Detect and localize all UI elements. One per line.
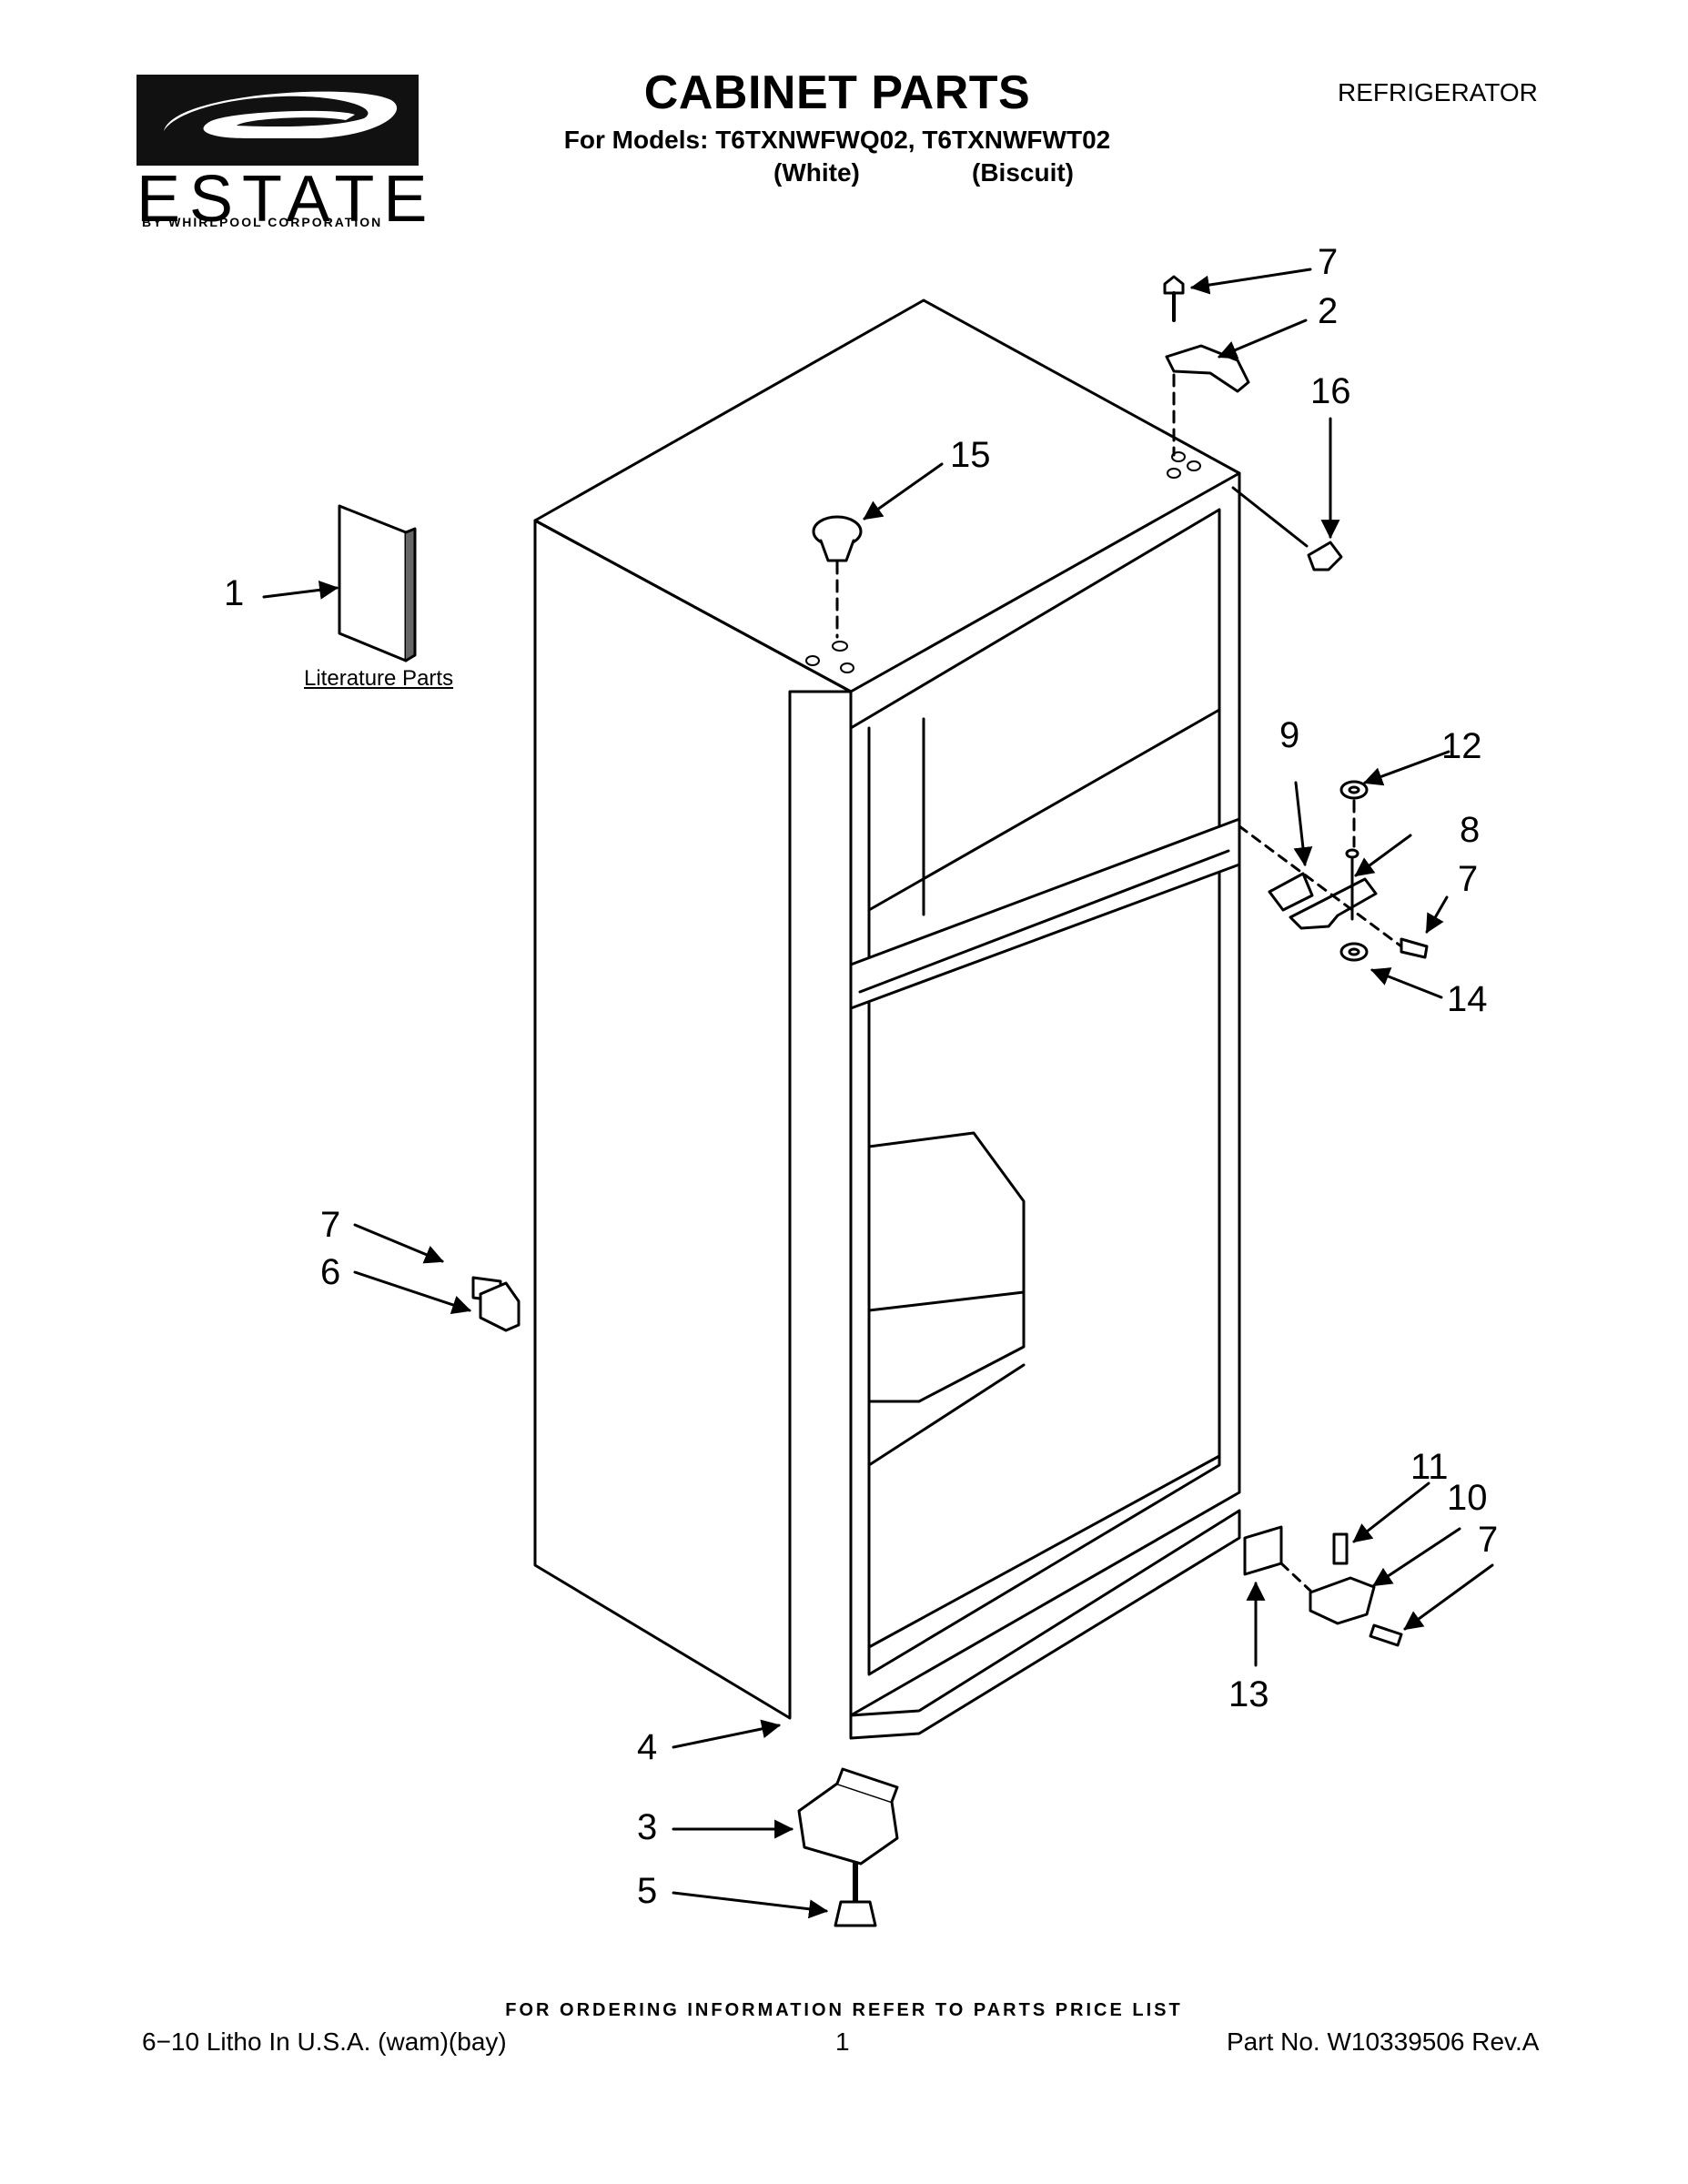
cabinet-body <box>533 298 1241 1740</box>
callout-11: 11 <box>1410 1447 1449 1487</box>
callout-3: 3 <box>637 1807 658 1847</box>
callout-15: 15 <box>950 435 991 475</box>
hinge-cap-icon <box>1307 541 1343 571</box>
center-hinge-icon <box>1289 877 1378 930</box>
callout-6: 6 <box>320 1252 341 1292</box>
screw-icon <box>1400 937 1429 959</box>
screw-icon <box>1369 1623 1403 1647</box>
callout-4: 4 <box>637 1727 658 1767</box>
bottom-hinge-icon <box>1309 1576 1376 1625</box>
callout-16: 16 <box>1310 371 1351 411</box>
screw-icon <box>1163 275 1185 295</box>
part-number: Part No. W10339506 Rev.A <box>1227 2027 1540 2056</box>
hinge-pin-icon <box>1332 1532 1349 1565</box>
variant-white: (White) <box>773 158 860 187</box>
estate-logo-icon <box>136 75 419 166</box>
shim-icon <box>1268 872 1314 912</box>
leveling-leg-icon <box>834 1900 877 1927</box>
callout-9: 9 <box>1279 715 1300 755</box>
callout-14: 14 <box>1447 979 1488 1019</box>
callout-5: 5 <box>637 1871 658 1911</box>
variant-biscuit: (Biscuit) <box>972 158 1074 187</box>
page-number: 1 <box>835 2027 850 2056</box>
callout-2: 2 <box>1318 291 1339 331</box>
callout-1: 1 <box>224 573 245 613</box>
literature-parts-label: Literature Parts <box>304 666 454 691</box>
bottom-shim-icon <box>1243 1525 1283 1576</box>
ordering-note: FOR ORDERING INFORMATION REFER TO PARTS … <box>505 2000 1183 2020</box>
callout-7-top: 7 <box>1318 242 1339 282</box>
callout-10: 10 <box>1447 1478 1488 1518</box>
models-line: For Models: T6TXNWFWQ02, T6TXNWFWT02 <box>563 126 1111 154</box>
callout-7-left: 7 <box>320 1205 341 1245</box>
washer-bottom-icon <box>1339 942 1369 962</box>
washer-top-icon <box>1339 780 1369 800</box>
litho-info: 6−10 Litho In U.S.A. (wam)(bay) <box>142 2027 507 2056</box>
appliance-type: REFRIGERATOR <box>1338 78 1538 106</box>
callout-7-middle: 7 <box>1458 859 1479 899</box>
callout-8: 8 <box>1460 810 1481 850</box>
literature-book-icon <box>338 504 408 662</box>
page-title: CABINET PARTS <box>643 66 1031 119</box>
brand-byline: BY WHIRLPOOL CORPORATION <box>142 215 383 229</box>
callout-13: 13 <box>1228 1674 1269 1714</box>
callout-12: 12 <box>1441 726 1482 766</box>
brand-wordmark: ESTATE <box>136 163 437 236</box>
door-stop-icon <box>479 1281 521 1332</box>
callout-7-bottom: 7 <box>1478 1520 1499 1560</box>
top-hinge-bracket-icon <box>1165 344 1250 393</box>
